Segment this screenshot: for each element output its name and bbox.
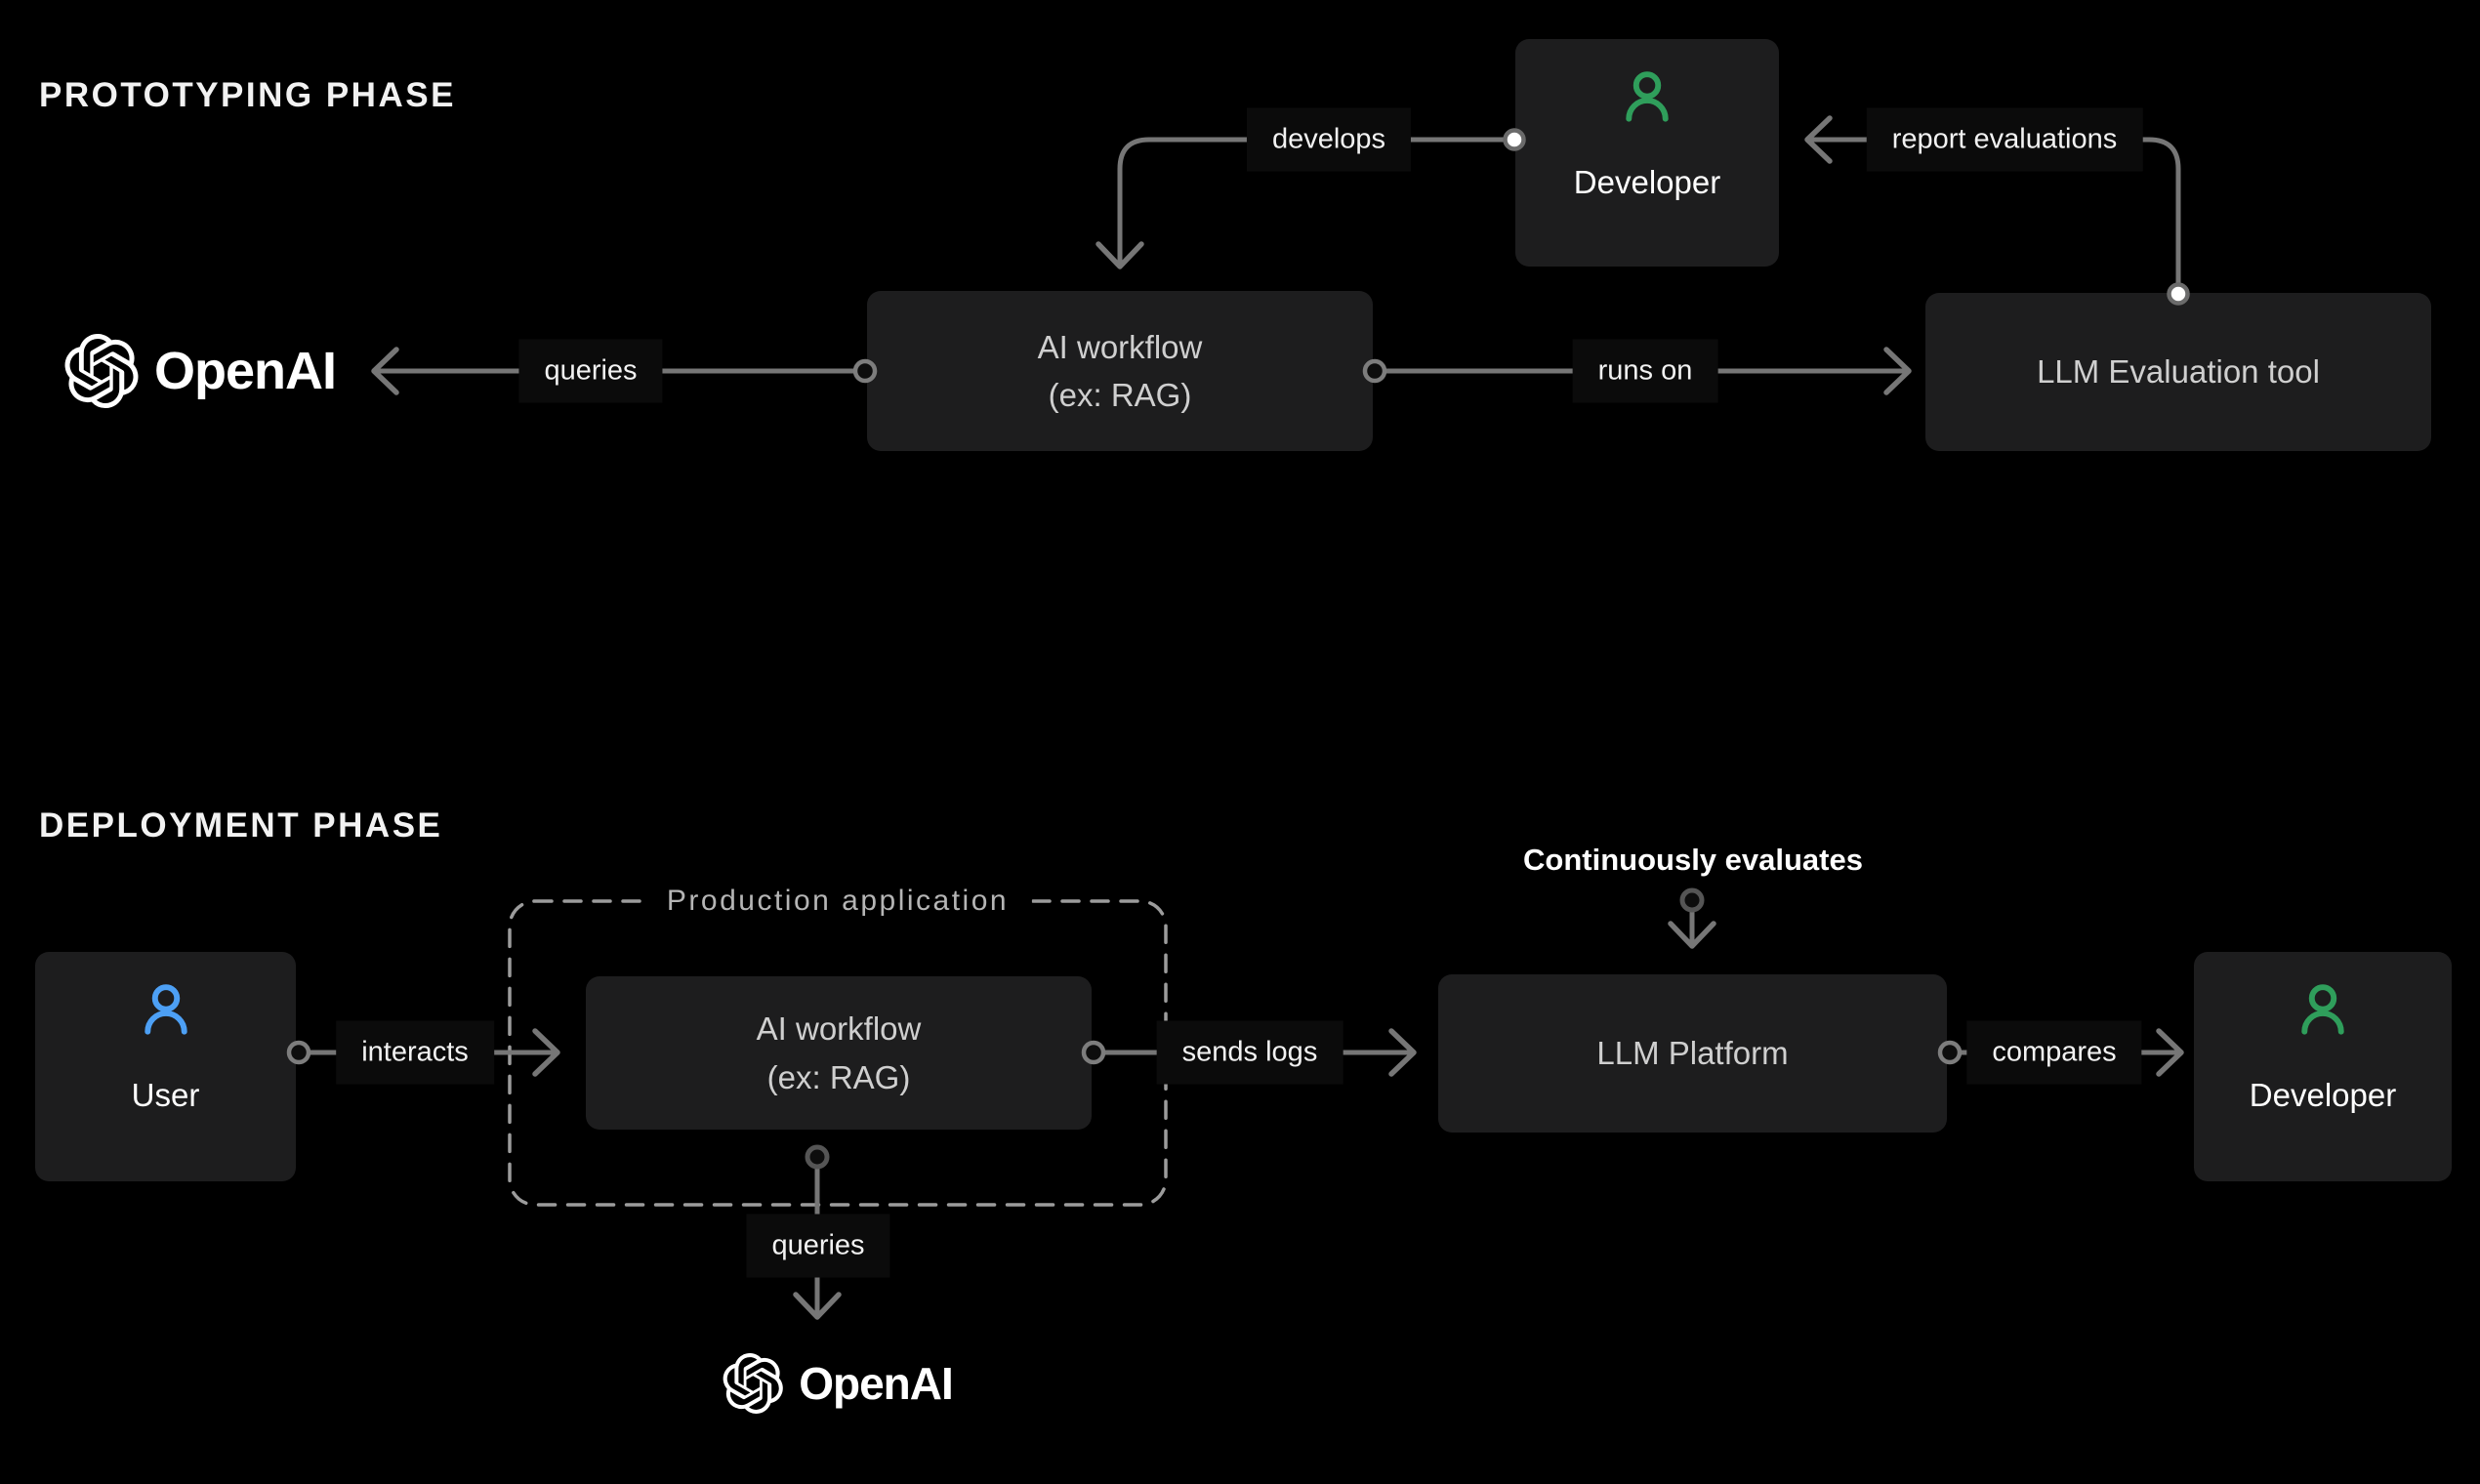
edge-label-queries-top: queries xyxy=(518,339,663,403)
person-icon xyxy=(1626,71,1669,122)
openai-node-top: OpenAI xyxy=(64,334,337,408)
openai-icon xyxy=(723,1353,783,1414)
node-developer-prototyping: Developer xyxy=(1515,39,1779,267)
connector-dot xyxy=(1679,887,1705,913)
node-llm-platform: LLM Platform xyxy=(1438,974,1947,1133)
edge-label-sends-logs: sends logs xyxy=(1156,1020,1343,1085)
openai-wordmark: OpenAI xyxy=(154,342,337,400)
node-label-line2: (ex: RAG) xyxy=(766,1058,911,1095)
node-label-line1: AI workflow xyxy=(756,1010,922,1047)
edge-continuously-evaluates xyxy=(1668,897,1716,949)
person-icon xyxy=(144,984,187,1035)
connector-dot xyxy=(805,1144,830,1170)
edge-label-runs-on: runs on xyxy=(1572,339,1718,403)
node-label: LLM Evaluation tool xyxy=(2037,353,2320,391)
node-user: User xyxy=(35,952,296,1181)
node-ai-workflow-prototyping: AI workflow (ex: RAG) xyxy=(867,291,1373,451)
node-ai-workflow-deployment: AI workflow (ex: RAG) xyxy=(586,976,1092,1130)
edge-label-develops: develops xyxy=(1246,107,1412,172)
prototyping-phase-title: PROTOTYPING PHASE xyxy=(39,76,456,114)
node-label: User xyxy=(131,1077,200,1113)
node-label: Developer xyxy=(1573,164,1721,200)
openai-node-bottom: OpenAI xyxy=(723,1353,954,1414)
deployment-phase-title: DEPLOYMENT PHASE xyxy=(39,806,443,845)
node-label: LLM Platform xyxy=(1596,1035,1789,1072)
node-developer-deployment: Developer xyxy=(2194,952,2452,1181)
openai-icon xyxy=(64,334,139,408)
edge-label-interacts: interacts xyxy=(336,1020,494,1085)
openai-wordmark: OpenAI xyxy=(799,1358,954,1409)
node-label-line1: AI workflow xyxy=(1037,328,1203,365)
edge-label-report-evaluations: report evaluations xyxy=(1866,107,2143,172)
node-label-line2: (ex: RAG) xyxy=(1048,377,1192,413)
node-llm-evaluation-tool: LLM Evaluation tool xyxy=(1925,293,2431,451)
edge-label-queries-bottom: queries xyxy=(746,1214,890,1278)
continuously-evaluates-annotation: Continuously evaluates xyxy=(1523,843,1863,877)
node-label: Developer xyxy=(2249,1077,2397,1113)
production-application-title: Production application xyxy=(642,885,1033,918)
edge-label-compares: compares xyxy=(1966,1020,2142,1085)
person-icon xyxy=(2301,984,2344,1035)
